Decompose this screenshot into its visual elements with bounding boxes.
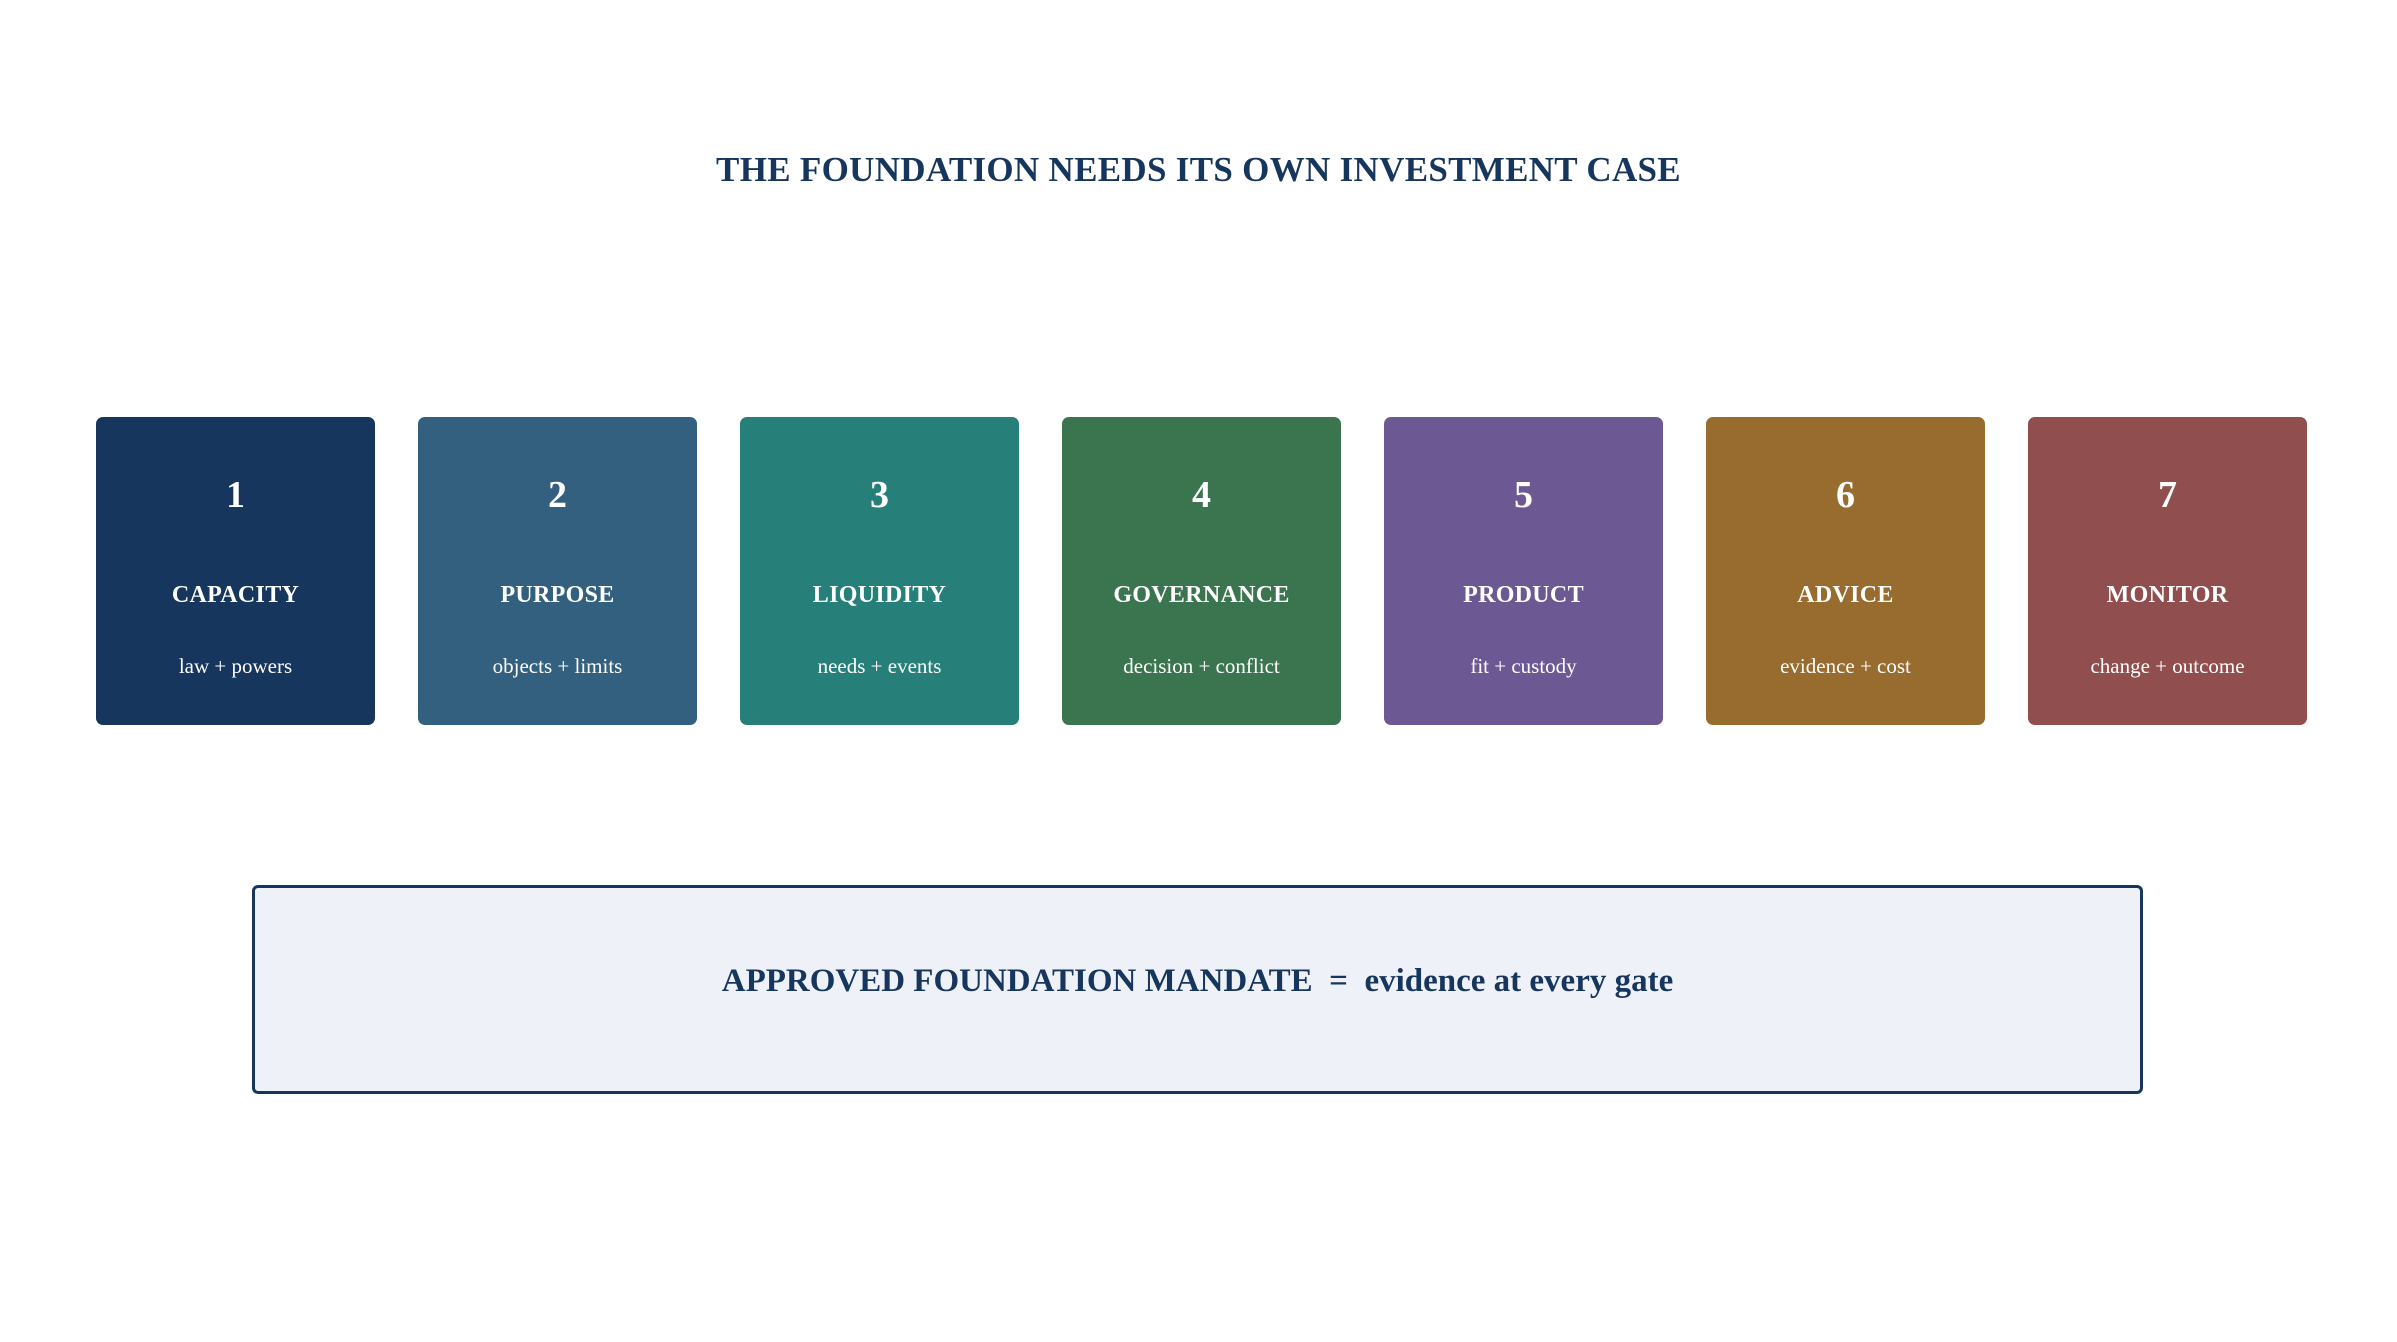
step-card-advice: 6 ADVICE evidence + cost xyxy=(1706,417,1985,725)
step-description: law + powers xyxy=(178,654,293,678)
step-name: GOVERNANCE xyxy=(1113,582,1290,608)
step-card-liquidity: 3 LIQUIDITY needs + events xyxy=(740,417,1019,725)
step-name: ADVICE xyxy=(1797,582,1894,608)
mandate-statement: APPROVED FOUNDATION MANDATE = evidence a… xyxy=(721,963,1674,999)
step-number: 4 xyxy=(1192,474,1211,516)
step-name: LIQUIDITY xyxy=(812,582,947,608)
step-card-capacity: 1 CAPACITY law + powers xyxy=(96,417,375,725)
step-card-product: 5 PRODUCT fit + custody xyxy=(1384,417,1663,725)
step-number: 6 xyxy=(1836,474,1855,516)
step-card-purpose: 2 PURPOSE objects + limits xyxy=(418,417,697,725)
step-description: needs + events xyxy=(817,654,942,678)
step-description: evidence + cost xyxy=(1780,654,1911,678)
step-number: 3 xyxy=(870,474,889,516)
step-name: PRODUCT xyxy=(1463,582,1584,608)
step-cards: 1 CAPACITY law + powers 2 PURPOSE object… xyxy=(96,417,2307,725)
step-card-governance: 4 GOVERNANCE decision + conflict xyxy=(1062,417,1341,725)
step-name: CAPACITY xyxy=(171,582,300,608)
step-description: objects + limits xyxy=(492,654,623,678)
page-title: THE FOUNDATION NEEDS ITS OWN INVESTMENT … xyxy=(716,150,1681,189)
mandate-box: APPROVED FOUNDATION MANDATE = evidence a… xyxy=(252,885,2143,1094)
step-name: MONITOR xyxy=(2106,582,2229,608)
step-description: decision + conflict xyxy=(1123,654,1280,678)
step-description: change + outcome xyxy=(2090,654,2245,678)
step-card-monitor: 7 MONITOR change + outcome xyxy=(2028,417,2307,725)
step-name: PURPOSE xyxy=(500,582,615,608)
step-number: 5 xyxy=(1514,474,1533,516)
step-description: fit + custody xyxy=(1470,654,1577,678)
step-number: 1 xyxy=(226,474,245,516)
step-number: 7 xyxy=(2158,474,2177,516)
step-number: 2 xyxy=(548,474,567,516)
